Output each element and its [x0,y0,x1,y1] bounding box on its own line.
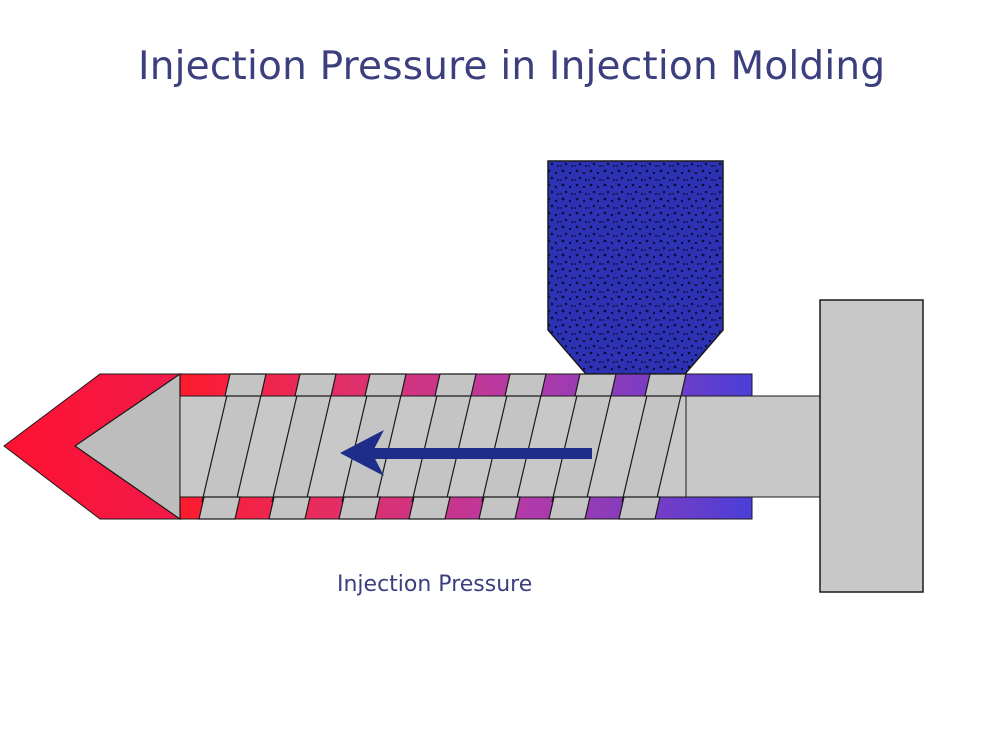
screw-flight-bottom [408,496,451,520]
screw-flight [621,390,683,502]
injection-pressure-label: Injection Pressure [337,572,533,597]
screw-flight-top [294,373,337,397]
screw-flight-bottom [618,496,661,520]
arrow-left-icon [340,430,592,476]
screw-flight-bottom [198,496,241,520]
screw-flight-bottom [478,496,521,520]
hopper [547,160,724,375]
screw-flight-top [364,373,407,397]
screw [179,373,821,520]
screw-flight [271,390,333,502]
screw-flight [411,390,473,502]
screw-flight [481,390,543,502]
screw-flight-top [434,373,477,397]
screw-flight-bottom [338,496,381,520]
screw-flight-bottom [268,496,311,520]
screw-flight-top [224,373,267,397]
barrel-bottom [179,496,753,520]
screw-shank [685,395,821,498]
diagram-title: Injection Pressure in Injection Molding [138,44,886,89]
screw-flight-top [574,373,617,397]
screw-flight [201,390,263,502]
screw-flight [551,390,613,502]
screw-flight-bottom [548,496,591,520]
screw-flight-top [504,373,547,397]
ram-plate [819,299,924,593]
screw-flight-top [644,373,687,397]
hopper-pellets-icon [547,160,724,375]
